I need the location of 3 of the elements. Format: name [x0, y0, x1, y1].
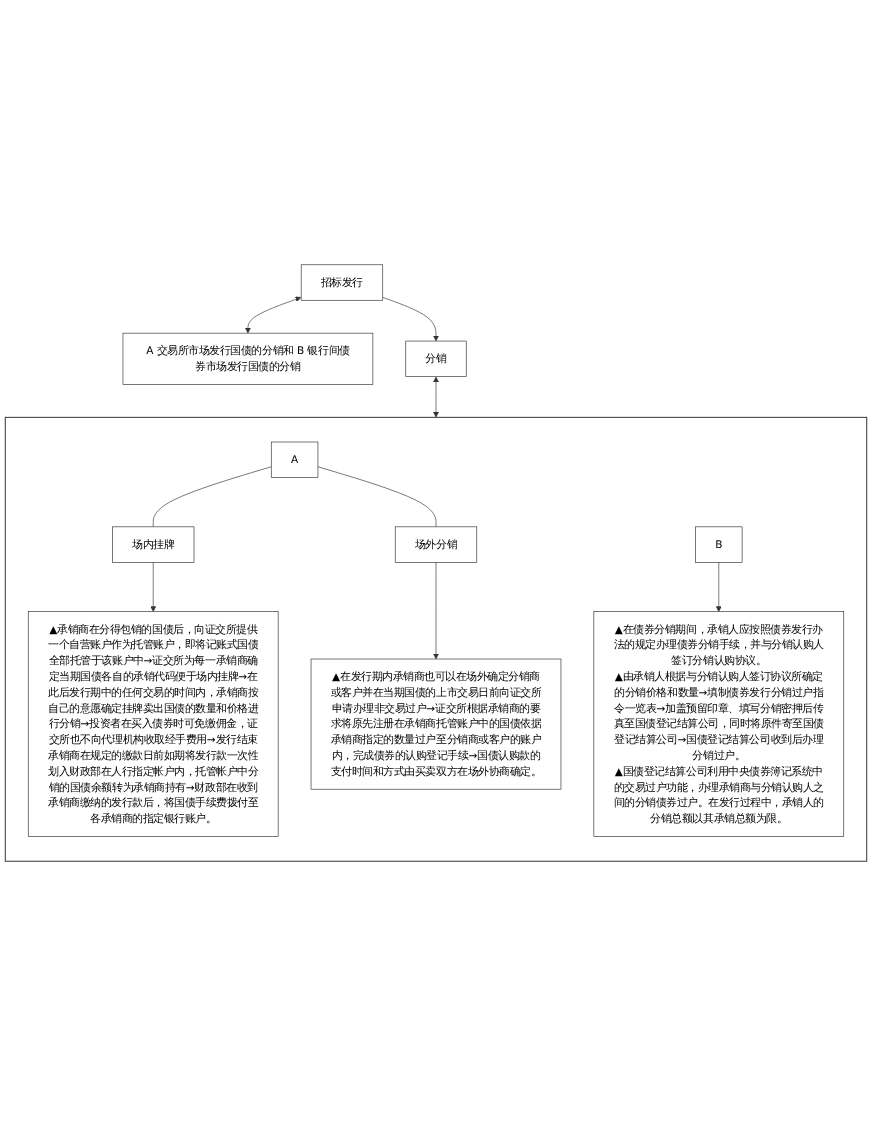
cluster	[4, 416, 868, 862]
connector	[152, 466, 272, 528]
connector	[317, 466, 437, 528]
